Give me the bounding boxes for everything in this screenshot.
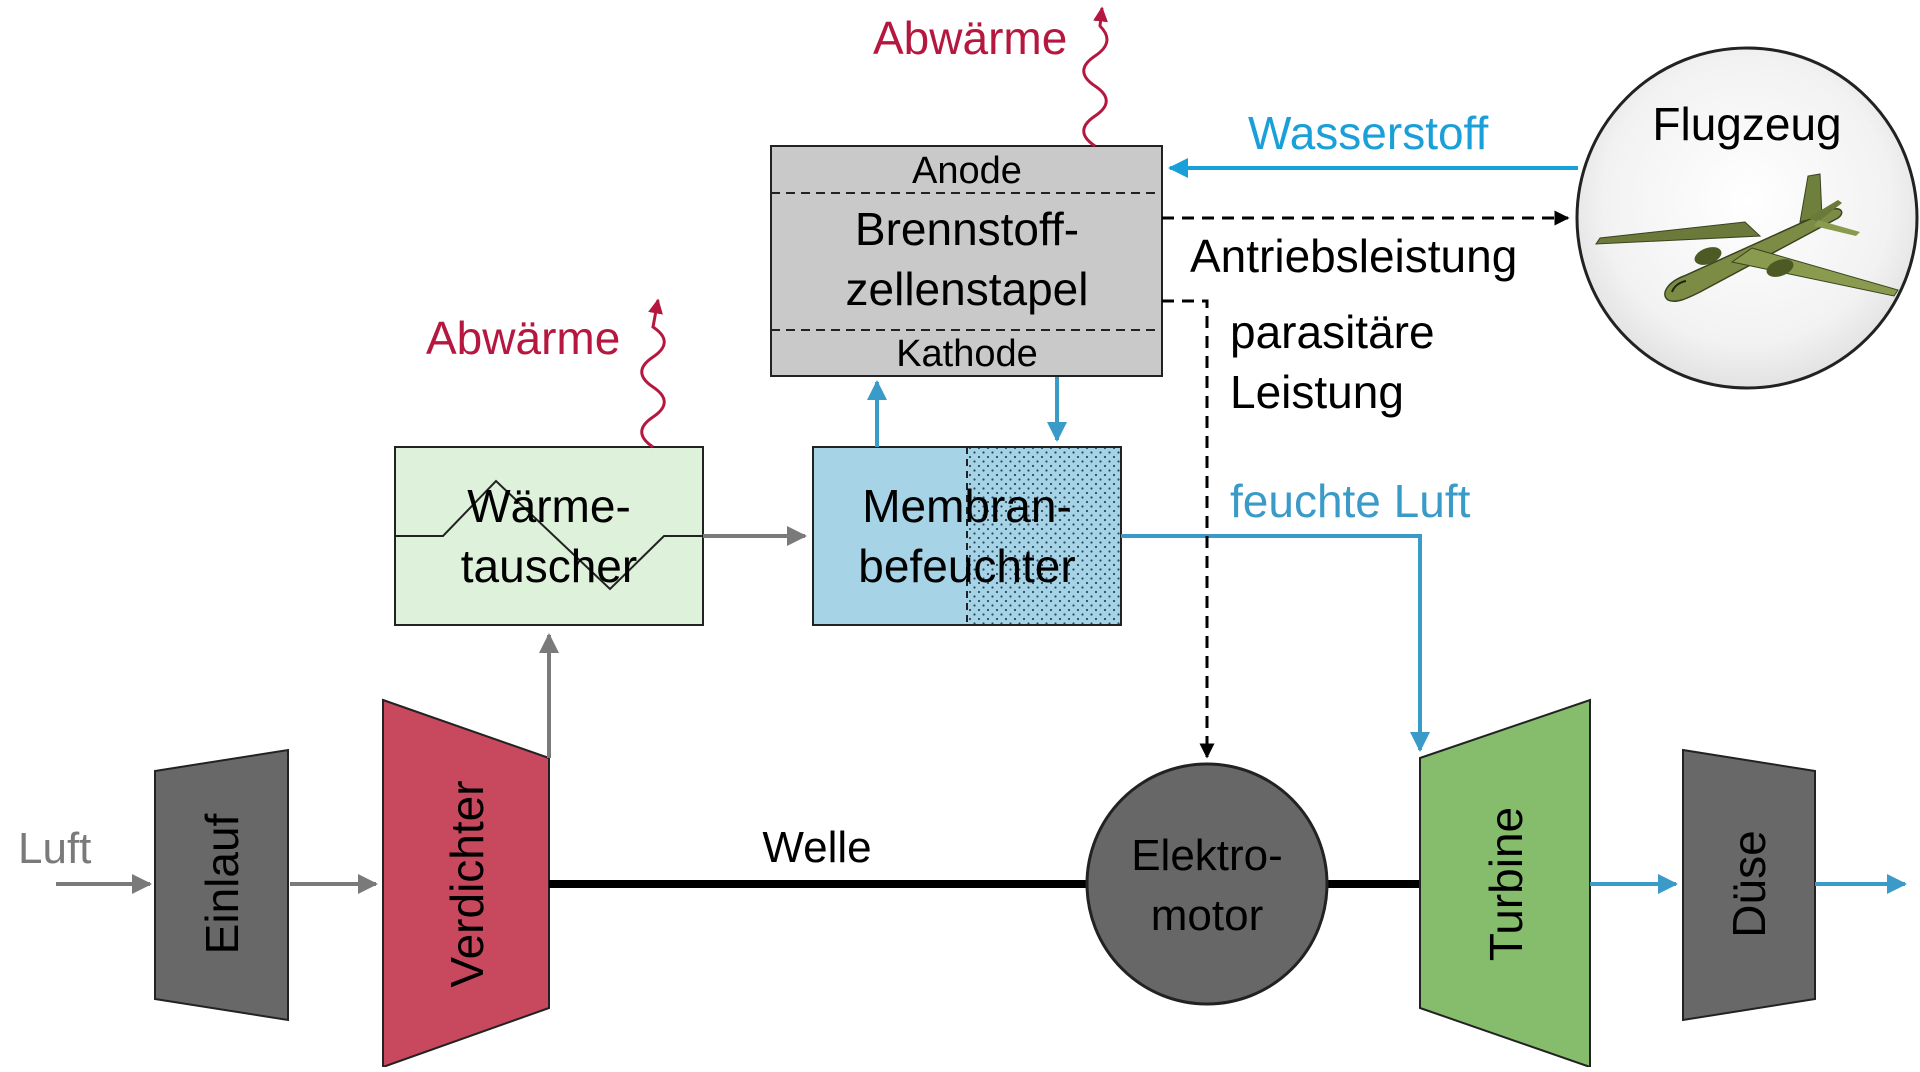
motor-circle: [1085, 762, 1329, 1006]
compressor-block: [382, 698, 550, 1069]
air-in-label: Luft: [18, 824, 91, 873]
airplane-icon: [1595, 173, 1899, 303]
stack-label-line1: Brennstoff-: [855, 203, 1079, 255]
compressor-label: Verdichter: [441, 780, 493, 987]
hydrogen-label: Wasserstoff: [1248, 107, 1489, 159]
nozzle-block: [1682, 748, 1816, 1022]
parasitic-power-arrow: [1162, 299, 1215, 759]
aircraft-circle: [1575, 46, 1919, 390]
heat-exchanger-label-line1: Wärme-: [467, 480, 631, 532]
motor-label-line1: Elektro-: [1131, 831, 1283, 880]
anode-label: Anode: [912, 150, 1022, 192]
heat-exchanger-symbol: [395, 479, 703, 591]
turbine-label: Turbine: [1480, 807, 1532, 961]
shaft-label: Welle: [762, 823, 871, 872]
waste-heat-left-wave: [640, 298, 666, 449]
motor-label-line2: motor: [1151, 891, 1263, 940]
fuel-cell-stack-block: [770, 145, 1163, 377]
heat-exchanger-block: [394, 446, 704, 626]
humid-air-label: feuchte Luft: [1230, 475, 1471, 527]
waste-heat-left-label: Abwärme: [426, 312, 620, 364]
aircraft-label: Flugzeug: [1652, 98, 1841, 150]
cathode-label: Kathode: [896, 333, 1038, 375]
humidifier-block-left: [813, 447, 967, 625]
nozzle-label: Düse: [1723, 830, 1775, 937]
waste-heat-top-wave: [1082, 6, 1109, 148]
waste-heat-top-label: Abwärme: [873, 12, 1067, 64]
propulsion-power-label: Antriebsleistung: [1190, 230, 1517, 282]
humidifier-label-line2: befeuchter: [858, 540, 1075, 592]
heat-exchanger-label-line2: tauscher: [461, 540, 637, 592]
parasitic-label-line1: parasitäre: [1230, 306, 1435, 358]
humidifier-block-right: [967, 447, 1121, 625]
inlet-block: [154, 748, 289, 1022]
stack-label-line2: zellenstapel: [846, 263, 1089, 315]
humidifier-label-line1: Membran-: [862, 480, 1072, 532]
inlet-label: Einlauf: [196, 813, 248, 954]
humid-air-to-turbine-arrow: [1121, 534, 1430, 752]
parasitic-label-line2: Leistung: [1230, 366, 1404, 418]
